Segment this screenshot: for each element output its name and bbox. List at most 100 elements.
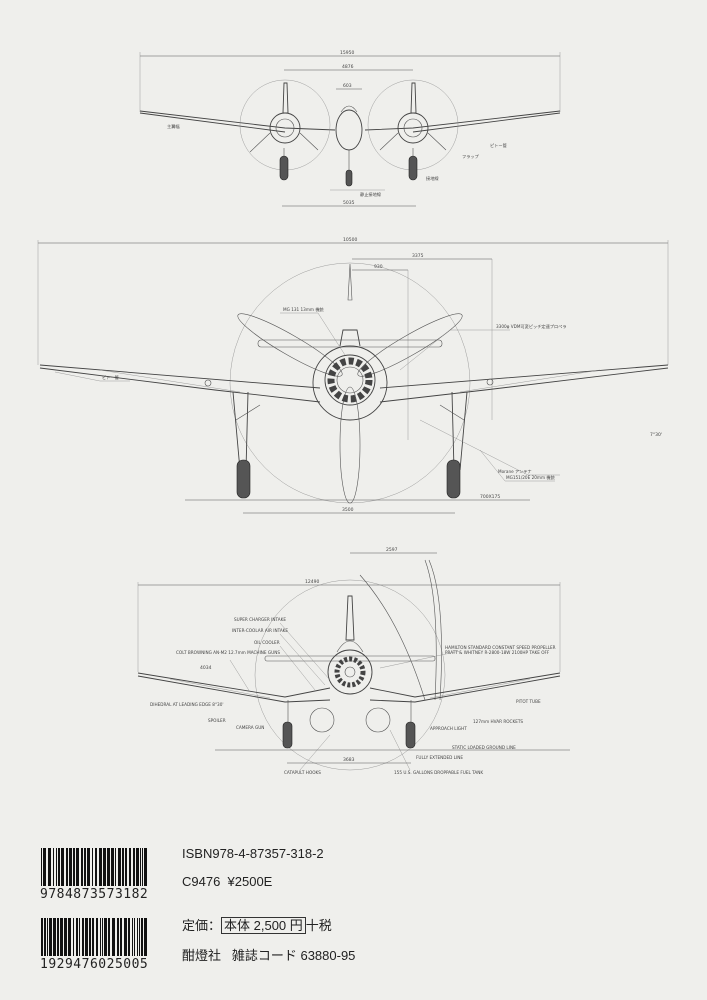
dim-track: 3683 — [343, 757, 355, 763]
label: SPOILER — [208, 718, 226, 723]
barcode-magazine-digits: 1929476025005 — [40, 957, 149, 972]
barcode-bar — [61, 848, 64, 886]
label: CAMERA GUN — [236, 725, 264, 730]
dim-3375: 3375 — [412, 253, 424, 259]
publisher-line: 酣燈社 雑誌コード 63880-95 — [182, 945, 355, 964]
label: 3300φ VDM可変ピッチ定速プロペラ — [496, 323, 567, 330]
label: 主翼幅 — [167, 123, 180, 130]
dim-2597: 2597 — [386, 547, 398, 553]
price-label: 定価： — [182, 918, 222, 933]
barcode-bar — [85, 918, 88, 956]
barcode-bar — [73, 918, 74, 956]
publisher: 酣燈社 — [182, 948, 222, 963]
dim-dihedral: 7°30' — [650, 432, 662, 438]
barcode-bar — [107, 848, 110, 886]
barcode-bar — [115, 848, 116, 886]
label: CATAPULT HOOKS — [284, 770, 321, 775]
classification-code: C9476 ¥2500E — [182, 874, 273, 889]
barcode-bar — [122, 848, 124, 886]
barcode-bar — [142, 848, 143, 886]
barcode-bar — [136, 848, 139, 886]
barcode-bar — [144, 848, 147, 886]
barcode-bar — [111, 848, 114, 886]
dim-track: 3500 — [342, 507, 354, 513]
barcode-bar — [57, 918, 59, 956]
barcode-bar — [53, 918, 56, 956]
dim-span: 10500 — [343, 237, 357, 243]
label: PRATT & WHITNEY R-2800-18W 2100HP TAKE O… — [445, 650, 550, 655]
barcode-isbn-digits: 9784873573182 — [40, 887, 149, 902]
dim-span: 12490 — [305, 579, 319, 585]
barcode-bar — [76, 848, 79, 886]
price-line: 定価：本体 2,500 円十税 — [182, 915, 332, 934]
barcode-bar — [73, 848, 75, 886]
drawing-fighter-front-view: 10500 3375 930 3500 700X175 7°30' — [37, 237, 669, 514]
label: ピトー管 — [102, 374, 119, 381]
label: MG 131 13mm 機銃 — [283, 306, 325, 313]
barcode-bar — [132, 918, 133, 956]
barcode-bar — [89, 918, 91, 956]
barcode-bar — [58, 848, 60, 886]
magazine-code: 雑誌コード 63880-95 — [231, 948, 356, 963]
dim-4034: 4034 — [200, 665, 212, 671]
barcode-bar — [95, 848, 97, 886]
label: 静止接地線 — [360, 191, 382, 198]
barcode-bar — [92, 848, 93, 886]
dim-930: 930 — [374, 264, 383, 270]
barcode-magazine — [41, 918, 147, 956]
dim-fuselage: 603 — [343, 83, 352, 89]
price-boxed: 本体 2,500 円 — [221, 917, 306, 934]
label: APPROACH LIGHT — [430, 726, 467, 731]
dim-span: 15950 — [340, 50, 354, 56]
barcode-bar — [129, 848, 131, 886]
barcode-bar — [134, 918, 135, 956]
barcode-bar — [140, 848, 141, 886]
label: FULLY EXTENDED LINE — [416, 755, 463, 760]
label: Morane アンテナ — [498, 469, 532, 475]
barcode-bar — [84, 848, 86, 886]
barcode-bar — [124, 918, 127, 956]
barcode-bar — [87, 848, 90, 886]
barcode-bar — [69, 848, 72, 886]
barcode-bar — [99, 848, 102, 886]
label: DIHEDRAL AT LEADING EDGE 8°30' — [150, 702, 224, 707]
barcode-bar — [112, 918, 115, 956]
barcode-bar — [60, 918, 63, 956]
barcode-bar — [53, 848, 54, 886]
barcode-bar — [49, 918, 52, 956]
barcode-bar — [108, 918, 110, 956]
label: 155 U.S. GALLONS DROPPABLE FUEL TANK — [394, 770, 483, 775]
label: PITOT TUBE — [516, 699, 541, 704]
barcode-bar — [100, 918, 101, 956]
drawing-corsair-front-view: 2597 12490 3683 4034 SUPER CHARGER INTAK… — [137, 547, 570, 775]
barcode-bar — [81, 848, 83, 886]
barcode-bar — [56, 848, 57, 886]
barcode-bar — [103, 848, 106, 886]
barcode-bar — [144, 918, 147, 956]
barcode-bar — [125, 848, 127, 886]
label: フラップ — [462, 154, 480, 160]
dim-engine-spacing: 4876 — [342, 64, 354, 70]
barcode-bar — [104, 918, 107, 956]
barcode-bar — [141, 918, 143, 956]
barcode-bar — [139, 918, 140, 956]
label: OIL COOLER — [254, 640, 280, 645]
barcode-isbn — [41, 848, 147, 886]
barcode-bar — [44, 918, 46, 956]
barcode-bar — [118, 848, 121, 886]
label: ピトー管 — [490, 142, 507, 149]
label: MG151/20E 20mm 機銃 — [506, 474, 556, 481]
dim-tire: 700X175 — [480, 494, 500, 500]
barcode-bar — [79, 918, 80, 956]
barcode-bar — [92, 918, 94, 956]
barcode-bar — [96, 918, 98, 956]
barcode-bar — [41, 848, 42, 886]
barcode-bar — [76, 918, 78, 956]
barcode-bar — [66, 848, 68, 886]
barcode-bar — [64, 918, 67, 956]
label: INTER-COOLAR AIR INTAKE — [232, 628, 288, 633]
barcode-bar — [43, 848, 46, 886]
barcode-bar — [117, 918, 119, 956]
barcode-bar — [41, 918, 43, 956]
